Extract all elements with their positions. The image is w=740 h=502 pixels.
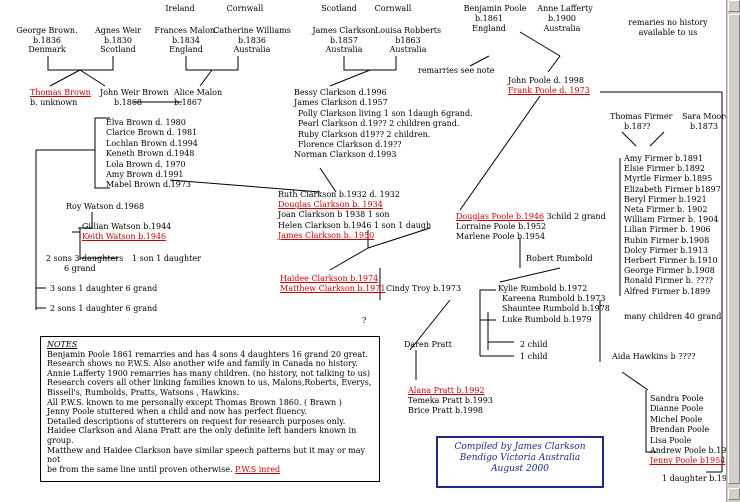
rumbold-children: Kylie Rumbold b.1972 Kareena Rumbold b.1…: [498, 284, 610, 324]
scroll-down-arrow-icon[interactable]: [728, 488, 740, 500]
origin-scotland: Scotland: [321, 4, 357, 13]
notes-line: Benjamin Poole 1861 remarries and has 4 …: [47, 349, 368, 359]
clarkson-children-list: Bessy Clarkson d.1996 James Clarkson d.1…: [294, 88, 473, 160]
note-remarries-see-note: remarries see note: [418, 66, 495, 75]
firmer-children-list: Amy Firmer b.1891 Elsie Firmer b.1892 My…: [624, 154, 721, 296]
notes-line: Matthew and Haidee Clarkson have similar…: [47, 445, 366, 465]
notes-line: Annie Lafferty 1900 remarries has many c…: [47, 368, 371, 378]
notes-line: Bissell's, Rumbolds, Pratts, Watsons , H…: [47, 387, 240, 397]
compiled-by-box: Compiled by James Clarkson Bendigo Victo…: [436, 436, 604, 488]
person-robert-rumbold: Robert Rumbold: [526, 254, 593, 263]
notes-box: NOTES Benjamin Poole 1861 remarries and …: [40, 336, 380, 482]
benjamin-poole: Benjamin Poole: [463, 4, 527, 13]
note-many-children: many children 40 grand: [624, 312, 722, 321]
person-daren-pratt: Daren Pratt: [404, 340, 452, 349]
pws-legend: P.W.S inred: [235, 464, 281, 474]
notes-line: Research shows no P.W.S. Also another wi…: [47, 359, 358, 369]
unknown-marker: ?: [362, 316, 367, 325]
notes-line: Detailed descriptions of stutterers on r…: [47, 416, 346, 426]
notes-line: be from the same line until proven other…: [47, 464, 281, 474]
brown-children-list: Elva Brown d. 1980 Clarice Brown d. 1981…: [106, 118, 198, 190]
person-cindy-troy: Cindy Troy b.1973: [386, 284, 462, 293]
notes-line: Jenny Poole stuttered when a child and n…: [47, 407, 307, 417]
origin-cornwall-1: Cornwall: [226, 4, 264, 13]
notes-line: Haidee Clarkson and Alana Pratt are the …: [47, 426, 357, 445]
watson-descendants-b: 1 son 1 daughter: [132, 254, 201, 263]
scroll-up-arrow-icon[interactable]: [728, 0, 740, 12]
anne-lafferty: Anne Lafferty: [537, 4, 593, 13]
scrollbar-thumb[interactable]: [728, 14, 740, 484]
brown-descendants-2sons: 2 sons 1 daughter 6 grand: [50, 304, 158, 313]
jenny-daughter: 1 daughter b.1983: [662, 474, 738, 483]
person-douglas-poole: Douglas Poole b.1946: [456, 212, 545, 221]
poole-children-list: Sandra Poole Dianne Poole Michel Poole B…: [650, 394, 737, 466]
person-aida-hawkins: Aida Hawkins b ????: [612, 352, 696, 361]
vertical-scrollbar[interactable]: [726, 0, 740, 502]
origin-cornwall-2: Cornwall: [374, 4, 412, 13]
poole-gen3: Douglas Poole b.1946 3child 2 grand Lorr…: [456, 212, 606, 242]
person-roy-watson: Roy Watson d.1968: [66, 202, 145, 211]
brown-descendants-3sons: 3 sons 1 daughter 6 grand: [50, 284, 158, 293]
rumbold-1child: 1 child: [520, 352, 548, 361]
pratt-children: Alana Pratt b.1992 Temeka Pratt b.1993 B…: [408, 386, 493, 416]
notes-line: All P.W.S. known to me personally except…: [47, 397, 342, 407]
rumbold-2child: 2 child: [520, 340, 548, 349]
clarkson-gen3: Ruth Clarkson b.1932 d. 1932 Douglas Cla…: [278, 190, 432, 240]
notes-line: Research covers all other linking famili…: [47, 378, 372, 388]
notes-title: NOTES: [47, 340, 78, 349]
origin-ireland: Ireland: [165, 4, 195, 13]
